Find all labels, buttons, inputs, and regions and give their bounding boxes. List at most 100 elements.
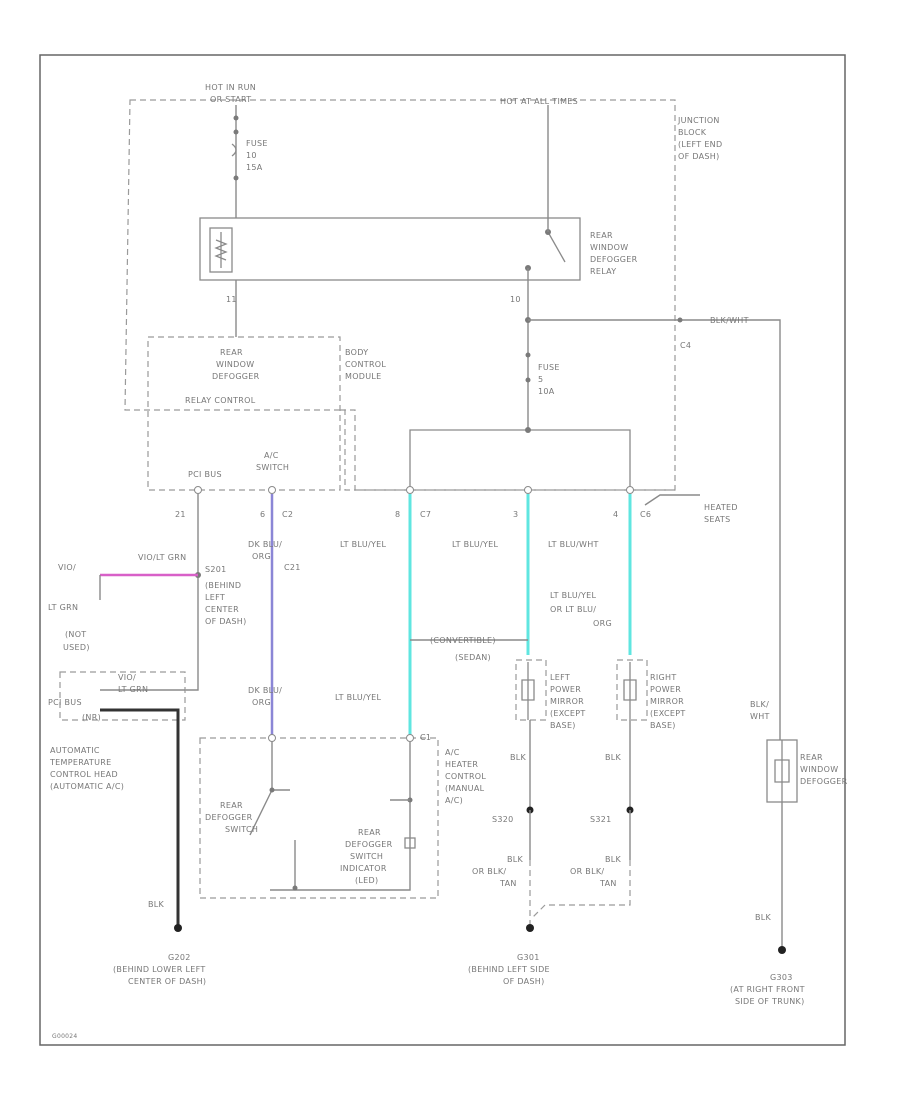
wire-to-defogger [528,319,781,740]
label-heated-seats-1: HEATED [704,503,738,512]
label-indicator-4: INDICATOR [340,864,387,873]
label-s320: S320 [492,815,514,824]
label-s201-2: (BEHIND [205,581,241,590]
ground-internal-dot [292,885,298,891]
label-defog-switch-3: SWITCH [225,825,258,834]
label-relay-control-3: DEFOGGER [212,372,260,381]
label-lt-blu-yel-3b: OR LT BLU/ [550,605,596,614]
label-g202-2: (BEHIND LOWER LEFT [113,965,206,974]
label-hot-at-all-times: HOT AT ALL TIMES [500,97,578,106]
label-pin-8: 8 [395,510,400,519]
pin-c7 [406,486,414,494]
label-g303-3: SIDE OF TRUNK) [735,997,805,1006]
label-indicator-2: DEFOGGER [345,840,393,849]
label-relay-1: REAR [590,231,613,240]
connector-c4 [677,317,683,323]
ground-g303 [778,946,786,954]
label-hot-run-start-2: OR START [210,95,251,104]
label-g301-2: (BEHIND LEFT SIDE [468,965,550,974]
label-left-mirror-4: (EXCEPT [550,709,586,718]
label-s201-5: OF DASH) [205,617,247,626]
label-right-mirror-5: BASE) [650,721,676,730]
label-pin-21: 21 [175,510,186,519]
label-lt-blu-yel-1: LT BLU/YEL [340,540,387,549]
wire-switch-internal [249,789,290,836]
bcm-outline-right [340,409,675,491]
label-g202-1: G202 [168,953,191,962]
label-relay-4: RELAY [590,267,617,276]
label-pci-box-1: PCI BUS [48,698,82,707]
fuse10-mid [233,129,239,135]
label-defog-switch-1: REAR [220,801,243,810]
fuse5-top [525,352,531,358]
label-pin-11: 11 [226,295,237,304]
label-blk-1: BLK [510,753,527,762]
ground-g202 [174,924,182,932]
fuse10-bot [233,175,239,181]
label-rear-window-defogger-1: REAR [800,753,823,762]
label-vio-left-2: LT GRN [48,603,78,612]
label-fuse-right-3: 10A [538,387,555,396]
label-s201-4: CENTER [205,605,239,614]
label-g301-3: OF DASH) [503,977,545,986]
label-pin-c1: C1 [420,733,431,742]
label-atc-3: CONTROL HEAD [50,770,118,779]
label-lt-blu-wht: LT BLU/WHT [548,540,599,549]
label-junction-block-3: (LEFT END [678,140,722,149]
label-dk-blu-org-2b: ORG [252,698,271,707]
fuse10-top [233,115,239,121]
label-g303-1: G303 [770,973,793,982]
switch-pivot [269,787,275,793]
wire-indicator [270,742,411,891]
left-mirror-outline [515,659,547,721]
label-defog-switch-2: DEFOGGER [205,813,253,822]
label-blk-tan-2b: OR BLK/ [570,867,604,876]
label-junction-block-1: JUNCTION [677,116,720,125]
label-not-used-1: (NOT [65,630,87,639]
label-atc-4: (AUTOMATIC A/C) [50,782,124,791]
label-s321: S321 [590,815,612,824]
label-left-mirror-5: BASE) [550,721,576,730]
label-fuse-left-2: 10 [246,151,257,160]
pin-ac-switch [268,486,276,494]
label-pin-c2: C2 [282,510,293,519]
label-blk-2: BLK [605,753,622,762]
label-lt-blu-yel-4: LT BLU/YEL [335,693,382,702]
wire-ground-dashed [529,860,631,928]
label-fuse-right-2: 5 [538,375,543,384]
relay-coil-symbol [214,232,228,268]
label-ac-switch-2: SWITCH [256,463,289,472]
label-fuse-left-3: 15A [246,163,263,172]
label-g303-2: (AT RIGHT FRONT [730,985,805,994]
pin-c6 [626,486,634,494]
label-atc-2: TEMPERATURE [49,758,111,767]
label-blk-tan-2a: BLK [605,855,622,864]
label-junction-block-2: BLOCK [678,128,707,137]
label-bcm-3: MODULE [345,372,382,381]
label-pin-10: 10 [510,295,521,304]
pin-c1 [406,734,414,742]
label-ac-heater-4: (MANUAL [445,784,485,793]
label-pci-bus: PCI BUS [188,470,222,479]
label-pin-c7: C7 [420,510,431,519]
wire-heated-seats [644,494,700,506]
pin-ac-1 [268,734,276,742]
relay-box [199,217,581,281]
label-pin-4: 4 [613,510,618,519]
rear-defogger-element [774,740,790,802]
label-vio-left-1: VIO/ [58,563,76,572]
label-dk-blu-org-1a: DK BLU/ [248,540,282,549]
label-not-used-2: USED) [63,643,90,652]
fuse5-bot [525,377,531,383]
label-relay-3: DEFOGGER [590,255,638,264]
left-mirror-element [521,662,535,720]
label-relay-control-4: RELAY CONTROL [185,396,256,405]
label-dk-blu-org-2a: DK BLU/ [248,686,282,695]
label-ac-heater-2: HEATER [445,760,478,769]
label-blk-tan-1b: OR BLK/ [472,867,506,876]
label-ac-heater-3: CONTROL [445,772,486,781]
label-s201-1: S201 [205,565,227,574]
wire-pci-bus [185,494,199,691]
figure-id: G00024 [52,1033,78,1040]
